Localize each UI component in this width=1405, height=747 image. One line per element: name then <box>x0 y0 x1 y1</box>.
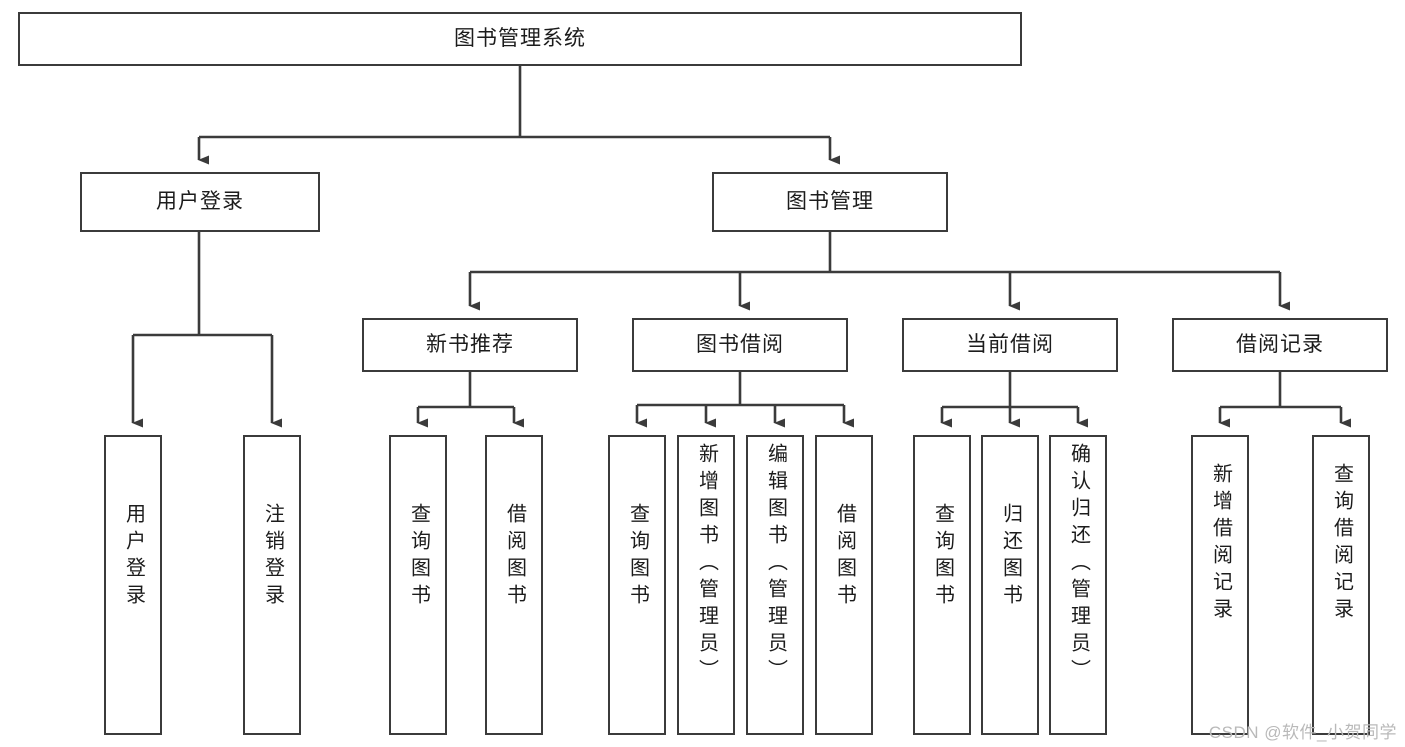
node-label: 查询借阅记录 <box>1330 463 1353 625</box>
node-leaf-query-book-borrow[interactable]: 查询图书 <box>608 435 666 735</box>
node-leaf-borrow-book-newbook[interactable]: 借阅图书 <box>485 435 543 735</box>
node-label: 图书管理系统 <box>454 27 586 51</box>
node-label: 查询图书 <box>931 503 954 611</box>
node-label: 借阅图书 <box>833 503 856 611</box>
node-label: 确认归还（管理员） <box>1067 443 1090 686</box>
node-leaf-query-book-newbook[interactable]: 查询图书 <box>389 435 447 735</box>
node-leaf-return-book[interactable]: 归还图书 <box>981 435 1039 735</box>
node-new-book-recommend[interactable]: 新书推荐 <box>362 318 578 372</box>
node-label: 新书推荐 <box>426 333 514 357</box>
node-book-management[interactable]: 图书管理 <box>712 172 948 232</box>
node-label: 新增借阅记录 <box>1209 463 1232 625</box>
node-user-login[interactable]: 用户登录 <box>80 172 320 232</box>
node-label: 用户登录 <box>122 503 145 611</box>
node-current-borrow[interactable]: 当前借阅 <box>902 318 1118 372</box>
node-label: 用户登录 <box>156 190 244 214</box>
node-leaf-borrow-book-borrow[interactable]: 借阅图书 <box>815 435 873 735</box>
node-label: 图书借阅 <box>696 333 784 357</box>
node-leaf-add-borrow-record[interactable]: 新增借阅记录 <box>1191 435 1249 735</box>
node-label: 图书管理 <box>786 190 874 214</box>
node-label: 编辑图书（管理员） <box>764 443 787 686</box>
node-borrow-record[interactable]: 借阅记录 <box>1172 318 1388 372</box>
node-label: 查询图书 <box>626 503 649 611</box>
watermark-text: CSDN @软件_小贺同学 <box>1208 723 1397 742</box>
node-book-borrow[interactable]: 图书借阅 <box>632 318 848 372</box>
node-label: 注销登录 <box>261 503 284 611</box>
node-root-system[interactable]: 图书管理系统 <box>18 12 1022 66</box>
node-label: 查询图书 <box>407 503 430 611</box>
node-leaf-logout[interactable]: 注销登录 <box>243 435 301 735</box>
node-label: 新增图书（管理员） <box>695 443 718 686</box>
node-leaf-add-book-admin[interactable]: 新增图书（管理员） <box>677 435 735 735</box>
node-label: 归还图书 <box>999 503 1022 611</box>
node-leaf-query-borrow-record[interactable]: 查询借阅记录 <box>1312 435 1370 735</box>
node-label: 当前借阅 <box>966 333 1054 357</box>
node-label: 借阅记录 <box>1236 333 1324 357</box>
node-leaf-edit-book-admin[interactable]: 编辑图书（管理员） <box>746 435 804 735</box>
node-leaf-query-book-current[interactable]: 查询图书 <box>913 435 971 735</box>
node-label: 借阅图书 <box>503 503 526 611</box>
node-leaf-confirm-return-admin[interactable]: 确认归还（管理员） <box>1049 435 1107 735</box>
node-leaf-user-login[interactable]: 用户登录 <box>104 435 162 735</box>
